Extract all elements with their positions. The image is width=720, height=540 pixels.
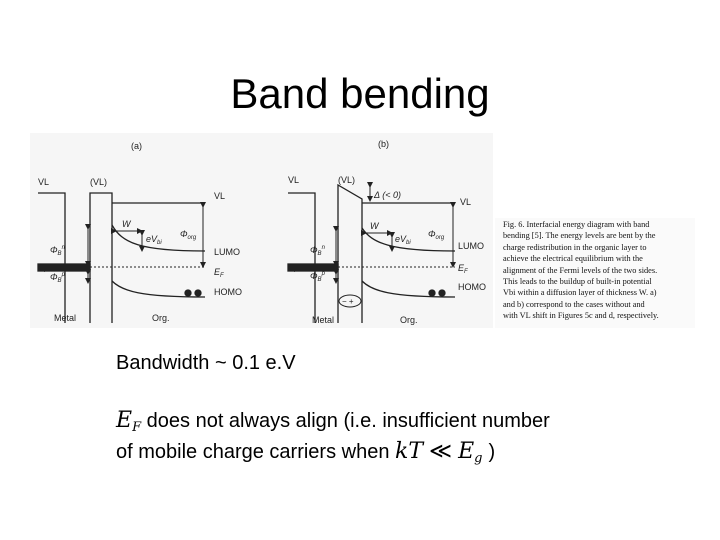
- carrier-line: of mobile charge carriers when kT≪Eg): [116, 440, 495, 471]
- hole-dot: [428, 289, 436, 297]
- vl-right-label: VL: [460, 197, 471, 207]
- homo-label: HOMO: [214, 287, 242, 297]
- org-label: Org.: [152, 313, 170, 323]
- eg-math: Eg: [458, 439, 483, 467]
- kt-math: kT: [395, 439, 424, 464]
- vl-left-label: VL: [38, 177, 49, 187]
- metal-vl-line: [38, 192, 66, 323]
- caption-line: alignment of the Fermi levels of the two…: [503, 265, 658, 275]
- metal-vl-line: [288, 192, 316, 323]
- w-label: W: [122, 219, 132, 229]
- band-diagram-figure: (a) VL (VL) VL W: [30, 133, 695, 328]
- metal-label: Metal: [54, 313, 76, 323]
- ef-left-label: EF: [288, 262, 298, 274]
- panel-background: [30, 133, 493, 328]
- caption-line: with VL shift in Figures 5c and d, respe…: [503, 311, 659, 321]
- vl-paren-label: (VL): [338, 175, 355, 185]
- caption-line: Vbi within a diffusion layer of thicknes…: [503, 288, 657, 298]
- vl-right-label: VL: [214, 191, 225, 201]
- caption-line: achieve the electrical equilibrium with …: [503, 254, 643, 264]
- homo-curve: [361, 280, 456, 298]
- phib-n-label: ΦBn: [50, 245, 66, 257]
- caption-line: and b) correspond to the cases without a…: [503, 299, 645, 309]
- panel-b-label: (b): [378, 139, 389, 149]
- carrier-text: of mobile charge carriers when: [116, 441, 396, 463]
- alignment-text: does not always align (i.e. insufficient…: [141, 410, 550, 432]
- phi-org-label: Φorg: [428, 229, 445, 241]
- phib-p-label: ΦBp: [50, 272, 66, 284]
- vl-left-label: VL: [288, 175, 299, 185]
- lumo-label: LUMO: [214, 247, 240, 257]
- fermi-alignment-line: EF does not always align (i.e. insuffici…: [116, 409, 550, 440]
- homo-label: HOMO: [458, 282, 486, 292]
- ef-right-label: EF: [458, 263, 468, 275]
- ef-right-label: EF: [214, 267, 224, 279]
- phi-org-label: Φorg: [180, 229, 197, 241]
- metal-label: Metal: [312, 315, 334, 325]
- panel-b-labels: VL (VL) Δ (< 0) VL W eVbi Φorg ΦBn ΦBp E…: [288, 175, 486, 325]
- band-diagram-svg: (a) VL (VL) VL W: [30, 133, 695, 328]
- lumo-label: LUMO: [458, 241, 484, 251]
- w-label: W: [370, 221, 380, 231]
- ef-math: EF: [116, 408, 142, 436]
- hole-dot: [438, 289, 446, 297]
- phib-p-label: ΦBp: [310, 271, 326, 283]
- org-label: Org.: [400, 315, 418, 325]
- phib-n-label: ΦBn: [310, 245, 326, 257]
- interface-dipole: [338, 294, 362, 308]
- ef-left-label: EF: [38, 262, 48, 274]
- dipole-label: − +: [342, 297, 354, 306]
- panel-a-labels: VL (VL) VL W eVbi Φorg ΦBn ΦBp EF LUMO E…: [38, 177, 242, 323]
- panel-a: (a): [37, 141, 206, 323]
- closing-paren: ): [488, 441, 496, 463]
- caption-line: charge redistribution in the organic lay…: [503, 242, 647, 252]
- evbi-label: eVbi: [395, 234, 411, 246]
- hole-dot: [194, 289, 202, 297]
- panel-a-label: (a): [131, 141, 142, 151]
- delta-label: Δ (< 0): [373, 190, 401, 200]
- vl-paren-label: (VL): [90, 177, 107, 187]
- homo-curve: [111, 280, 206, 298]
- slide-title: Band bending: [230, 70, 490, 117]
- panel-b: (b): [287, 139, 456, 323]
- hole-dot: [184, 289, 192, 297]
- caption-background: [495, 218, 695, 328]
- evbi-label: eVbi: [146, 234, 162, 246]
- caption-line: Fig. 6. Interfacial energy diagram with …: [503, 220, 650, 229]
- bandwidth-text: Bandwidth ~ 0.1 e.V: [116, 352, 296, 374]
- caption-line: This leads to the buildup of built-in po…: [503, 277, 652, 287]
- figure-caption: Fig. 6. Interfacial energy diagram with …: [503, 219, 695, 322]
- much-less-symbol: ≪: [429, 439, 453, 464]
- caption-line: bending [5]. The energy levels are bent …: [503, 231, 656, 241]
